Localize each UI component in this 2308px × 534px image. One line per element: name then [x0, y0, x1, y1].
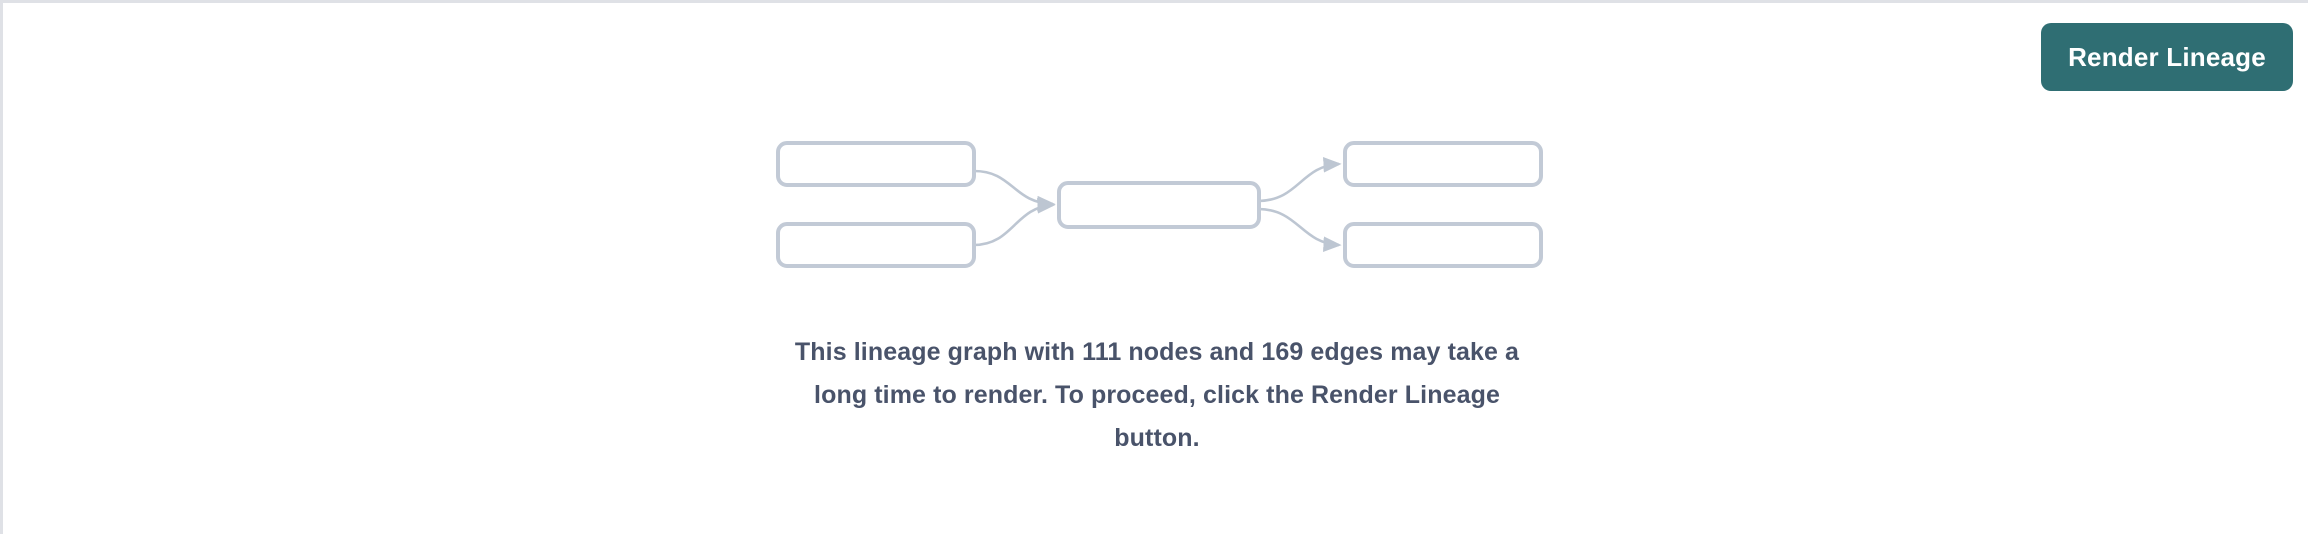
lineage-warning-message: This lineage graph with 111 nodes and 16…	[794, 338, 1520, 452]
edge-focus-to-downstream-1	[1258, 157, 1342, 203]
lineage-node-downstream-1	[1343, 141, 1543, 187]
lineage-node-focus	[1057, 181, 1261, 229]
lineage-node-upstream-1	[776, 141, 976, 187]
edge-upstream-2-to-focus	[973, 198, 1056, 247]
lineage-node-upstream-2	[776, 222, 976, 268]
edge-focus-to-downstream-2	[1258, 207, 1342, 252]
edge-upstream-1-to-focus	[973, 169, 1056, 212]
render-lineage-button[interactable]: Render Lineage	[2041, 23, 2293, 91]
lineage-node-downstream-2	[1343, 222, 1543, 268]
